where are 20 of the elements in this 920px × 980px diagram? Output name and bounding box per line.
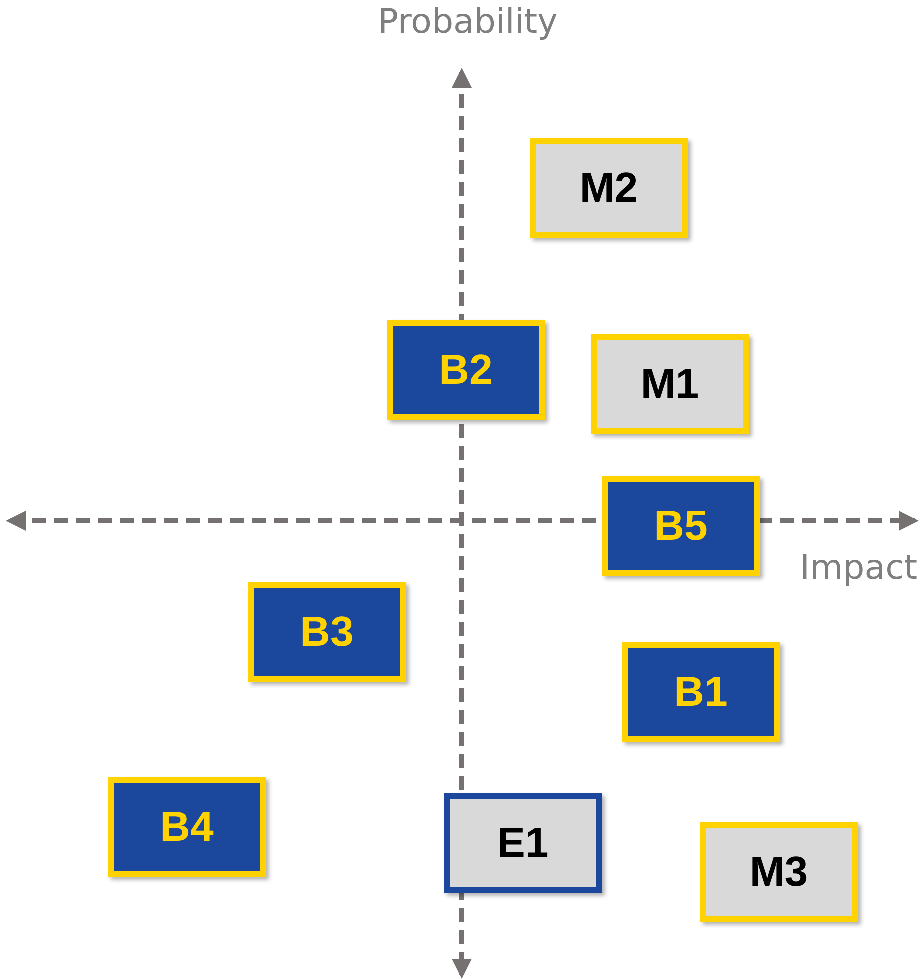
risk-box xyxy=(591,334,749,434)
axis-title: Probability xyxy=(378,2,558,42)
risk-box xyxy=(248,582,406,682)
axis-title: Impact xyxy=(800,548,918,588)
risk-code: M2 xyxy=(580,164,638,212)
risk-code: B2 xyxy=(439,346,493,394)
risk-code: E1 xyxy=(497,819,549,867)
risk-code: B1 xyxy=(674,668,728,716)
risk-box xyxy=(602,476,760,576)
risk-box xyxy=(530,138,688,238)
risk-box xyxy=(108,777,266,877)
risk-box xyxy=(444,793,602,893)
risk-code: M1 xyxy=(640,360,700,408)
risk-box xyxy=(387,320,545,420)
risk-box xyxy=(622,642,780,742)
risk-code: B5 xyxy=(654,502,708,550)
risk-code: B3 xyxy=(300,608,354,656)
risk-box xyxy=(700,822,858,922)
risk-code: B4 xyxy=(160,803,214,851)
risk-code: M3 xyxy=(750,848,808,896)
